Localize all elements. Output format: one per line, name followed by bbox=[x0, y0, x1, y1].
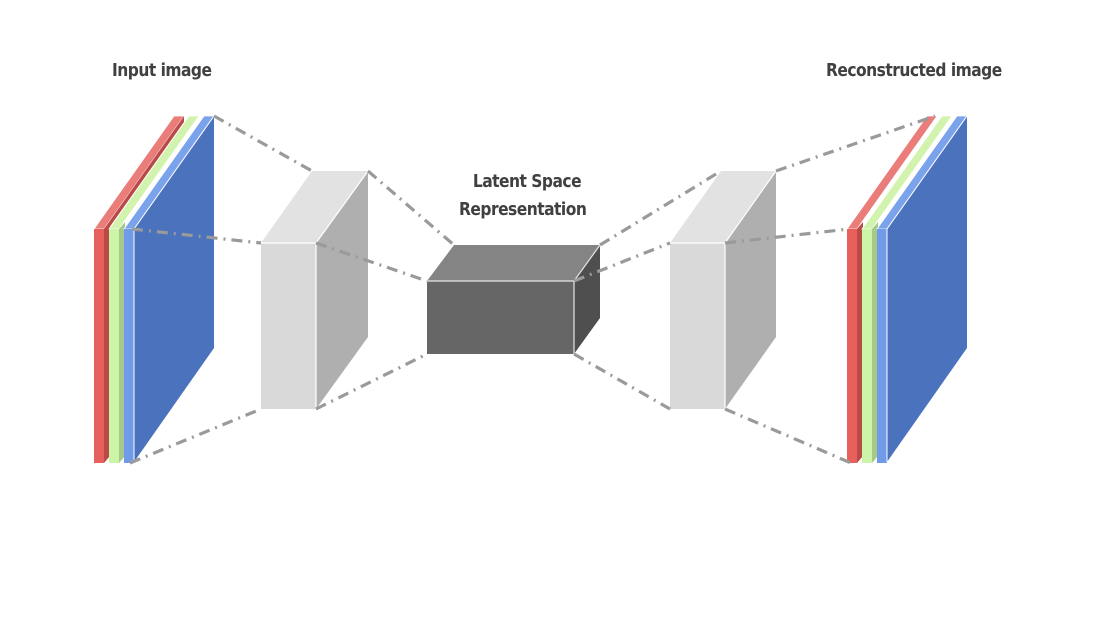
output-blue-edge-top bbox=[886, 115, 968, 230]
reconstructed-image-label: Reconstructed image bbox=[826, 60, 1002, 81]
decoder-block bbox=[670, 170, 777, 409]
latent-space-label-line1: Latent Space bbox=[472, 171, 582, 192]
output-green-channel bbox=[861, 115, 953, 463]
output-red-side-strip bbox=[857, 222, 863, 463]
output-green-front bbox=[862, 229, 872, 463]
latent-block bbox=[427, 244, 601, 354]
connector-latent-decoder-bottom bbox=[573, 352, 671, 411]
output-blue-channel bbox=[876, 115, 968, 463]
connectors bbox=[129, 114, 936, 465]
connector-decoder-output-mid bbox=[724, 227, 850, 245]
input-blue-face bbox=[134, 116, 214, 462]
input-green-front bbox=[109, 229, 119, 463]
connector-encoder-latent-bottom bbox=[315, 352, 428, 411]
input-red-channel bbox=[93, 115, 185, 463]
connector-decoder-output-bottom bbox=[724, 407, 852, 465]
decoder-top-face bbox=[670, 171, 776, 243]
decoder-front-face bbox=[670, 243, 725, 409]
connector-input-encoder-top bbox=[213, 114, 313, 173]
input-red-side-strip bbox=[104, 222, 110, 463]
input-red-side bbox=[104, 116, 184, 463]
encoder-block bbox=[261, 170, 369, 409]
output-blue-front bbox=[877, 229, 887, 463]
connector-input-encoder-mid bbox=[131, 227, 262, 245]
encoder-side-face bbox=[316, 171, 368, 409]
decoder-side-face bbox=[725, 171, 776, 409]
connector-encoder-latent-top bbox=[366, 169, 456, 247]
output-red-front bbox=[847, 229, 857, 463]
latent-space-label-line2: Representation bbox=[459, 199, 587, 220]
connector-latent-decoder-mid bbox=[573, 241, 671, 283]
output-image-stack bbox=[846, 115, 968, 463]
connector-decoder-output-top bbox=[775, 114, 936, 173]
connector-latent-decoder-top bbox=[599, 169, 722, 247]
input-green-channel bbox=[108, 115, 200, 463]
latent-front-face bbox=[427, 281, 574, 354]
encoder-front-face bbox=[261, 243, 316, 409]
input-image-label: Input image bbox=[112, 60, 212, 81]
input-image-stack bbox=[93, 115, 215, 463]
latent-top-face bbox=[427, 245, 600, 281]
input-blue-edge-top bbox=[133, 115, 215, 230]
input-blue-channel bbox=[123, 115, 215, 463]
connector-input-encoder-bottom bbox=[129, 407, 262, 465]
input-blue-front bbox=[124, 229, 134, 463]
output-blue-face bbox=[887, 116, 967, 462]
input-red-front bbox=[94, 229, 104, 463]
output-red-channel bbox=[846, 115, 938, 463]
latent-space-label: Latent Space Representation bbox=[459, 168, 587, 224]
input-green-side-strip bbox=[119, 222, 125, 463]
output-green-side-strip bbox=[872, 222, 878, 463]
encoder-top-face bbox=[261, 171, 368, 243]
connector-encoder-latent-mid bbox=[315, 241, 428, 283]
